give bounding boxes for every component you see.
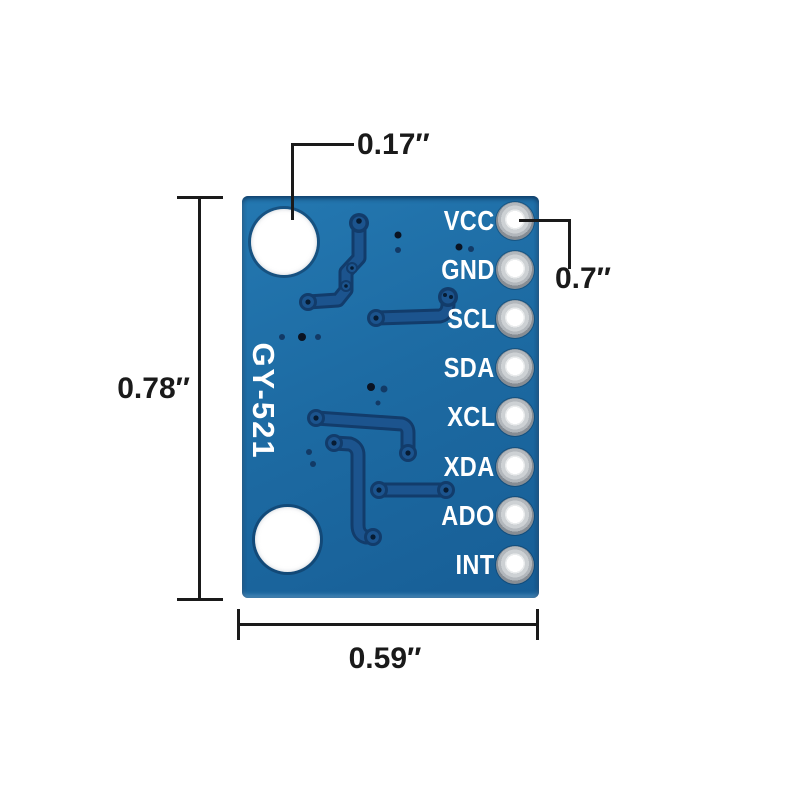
pin-pad-scl: [496, 300, 534, 338]
pin-label-sda: SDA: [444, 352, 495, 383]
dim-hole-diameter-value: 0.17″: [357, 128, 430, 161]
pin-label-int: INT: [455, 549, 495, 580]
dim-width-line: [238, 623, 537, 626]
dim-height-cap-bottom: [177, 598, 223, 601]
dim-height-cap-top: [177, 196, 223, 199]
pcb-board: GY-521 VCC GND SCL SDA XCL XDA ADO INT: [242, 196, 539, 598]
pin-pad-int: [496, 546, 534, 584]
via-dots: [279, 231, 474, 467]
pin-label-ado: ADO: [441, 500, 495, 531]
dim-pin-leader-horizontal: [519, 219, 570, 222]
dim-width-cap-left: [237, 609, 240, 640]
dim-pin-offset-value: 0.7″: [554, 262, 612, 295]
pin-label-gnd: GND: [441, 254, 495, 285]
pin-label-vcc: VCC: [444, 205, 495, 236]
dim-board-width-value: 0.59″: [348, 642, 422, 675]
pin-pad-sda: [496, 349, 534, 387]
pin-label-scl: SCL: [446, 303, 495, 334]
pin-pad-xda: [496, 448, 534, 486]
silkscreen-model-label: GY-521: [246, 342, 281, 460]
dim-hole-leader-vertical: [291, 143, 294, 220]
pin-pad-xcl: [496, 398, 534, 436]
mounting-hole-top-left: [251, 209, 317, 275]
pcb-traces-graphic: [279, 213, 474, 546]
dim-width-cap-right: [536, 609, 539, 640]
dim-hole-leader-horizontal: [291, 143, 354, 146]
dim-height-line: [198, 197, 201, 601]
dim-pin-leader-vertical: [568, 219, 571, 269]
mounting-hole-bottom-left: [255, 507, 320, 572]
pin-pad-ado: [496, 497, 534, 535]
dim-board-height-value: 0.78″: [117, 372, 190, 405]
pin-label-xda: XDA: [444, 451, 495, 482]
pin-pad-gnd: [496, 251, 534, 289]
trace-end-pads: [299, 213, 458, 546]
pin-label-xcl: XCL: [446, 401, 495, 432]
